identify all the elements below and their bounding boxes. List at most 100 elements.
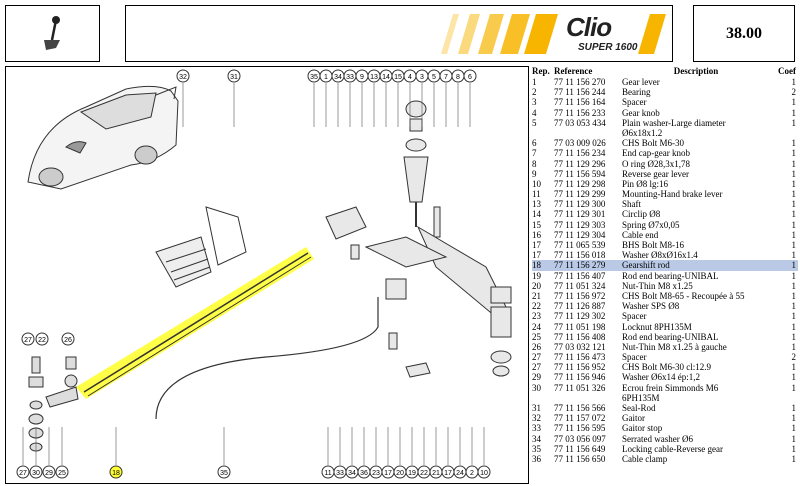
description-cell: Cable end: [622, 229, 659, 240]
callout-circle: [217, 465, 231, 479]
rep-cell: 29: [532, 372, 541, 383]
callout-label: 22: [420, 470, 428, 477]
callout-label: 14: [382, 74, 390, 81]
description-cell: Ø6x18x1.2: [622, 127, 663, 138]
description-cell: Ecrou frein Simmonds M6: [622, 382, 719, 393]
description-cell: Mounting-Hand brake lever: [622, 189, 723, 200]
callout-29: 29: [42, 465, 56, 479]
coef-cell: 1: [791, 443, 797, 454]
description-cell: Washer Ø6x14 ép:1,2: [622, 372, 701, 383]
callout-25: 25: [55, 465, 69, 479]
rep-cell: 17: [532, 240, 541, 250]
rep-cell: 15: [532, 219, 541, 230]
callout-34: 34: [331, 69, 345, 83]
rep-cell: 32: [532, 413, 541, 424]
callout-label: 35: [310, 74, 318, 81]
coef-cell: 1: [791, 229, 797, 240]
callout-label: 17: [384, 470, 392, 477]
rep-cell: 8: [532, 158, 537, 169]
callout-7: 7: [439, 69, 453, 83]
table-row: 29 77 11 156 946 Washer Ø6x14 ép:1,2 1: [532, 372, 798, 382]
callout-label: 20: [396, 470, 404, 477]
coef-cell: 1: [791, 219, 797, 230]
callout-label: 24: [456, 470, 464, 477]
callout-30: 30: [29, 465, 43, 479]
callout-circle: [16, 465, 30, 479]
callout-26: 26: [61, 332, 75, 346]
rep-cell: 10: [532, 178, 541, 189]
callout-circle: [477, 465, 491, 479]
rep-cell: 17: [532, 250, 541, 261]
reference-cell: 77 11 156 952: [554, 362, 606, 373]
col-rep: Rep.: [532, 66, 550, 76]
reference-cell: 77 11 129 296: [554, 158, 606, 169]
description-cell: 6PH135M: [622, 392, 660, 403]
description-cell: Spacer: [622, 311, 647, 322]
reference-cell: 77 11 156 270: [554, 77, 606, 87]
reference-cell: 77 03 032 121: [554, 341, 606, 352]
callout-label: 27: [19, 470, 27, 477]
callout-circle: [35, 332, 49, 346]
rep-cell: [532, 128, 554, 138]
description-cell: O ring Ø28,3x1,78: [622, 158, 690, 169]
callout-label: 7: [444, 74, 448, 81]
col-reference: Reference: [554, 66, 593, 76]
callout-label: 2: [470, 470, 474, 477]
description-cell: Rod end bearing-UNIBAL: [622, 270, 719, 281]
reference-cell: 77 11 129 301: [554, 209, 606, 220]
callout-circle: [227, 69, 241, 83]
coef-cell: 1: [791, 341, 797, 352]
callout-34: 34: [345, 465, 359, 479]
callout-18: 18: [109, 465, 123, 479]
coef-cell: 1: [791, 372, 797, 383]
callout-2: 2: [465, 465, 479, 479]
rep-cell: 26: [532, 341, 541, 352]
gearshift-rod-18: [76, 247, 314, 399]
callout-label: 3: [420, 74, 424, 81]
description-cell: BHS Bolt M8-16: [622, 240, 685, 250]
reference-cell: 77 11 156 946: [554, 372, 606, 383]
callout-label: 1: [324, 74, 328, 81]
rep-cell: 36: [532, 453, 541, 464]
callout-21: 21: [429, 465, 443, 479]
reference-cell: 77 11 129 298: [554, 178, 606, 189]
callout-11: 11: [321, 465, 335, 479]
callout-3: 3: [415, 69, 429, 83]
rep-cell: 24: [532, 321, 541, 332]
reference-cell: 77 11 156 234: [554, 148, 606, 159]
rep-cell: 2: [532, 87, 537, 98]
rep-cell: 14: [532, 209, 541, 220]
rep-cell: 16: [532, 229, 541, 240]
reference-cell: 77 11 051 198: [554, 321, 606, 332]
callout-27: 27: [21, 332, 35, 346]
rep-cell: 19: [532, 270, 541, 281]
callout-label: 15: [394, 74, 402, 81]
rep-cell: 6: [532, 138, 537, 149]
callout-6: 6: [463, 69, 477, 83]
callout-label: 36: [360, 470, 368, 477]
gear-lever-icon: [44, 16, 60, 50]
description-cell: Nut-Thin M8 x1.25: [622, 280, 693, 291]
col-description: Description: [673, 66, 719, 76]
coef-cell: [770, 128, 796, 138]
description-cell: Pin Ø8 lg:16: [622, 178, 669, 189]
coef-cell: 1: [791, 403, 797, 413]
reference-cell: 77 03 056 097: [554, 433, 606, 444]
reference-cell: 77 11 051 324: [554, 280, 606, 291]
reference-cell: 77 11 157 072: [554, 413, 606, 424]
callout-circle: [29, 465, 43, 479]
coef-cell: 1: [791, 199, 797, 210]
description-cell: Washer SPS Ø8: [622, 301, 680, 312]
car-illustration: [27, 85, 179, 190]
coef-cell: 1: [791, 433, 797, 444]
